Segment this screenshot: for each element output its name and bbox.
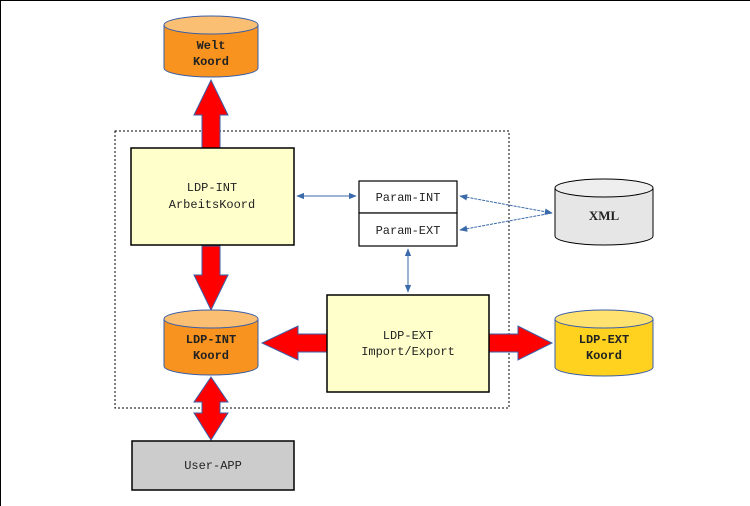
thick-arrow-import-to-ext-koord bbox=[488, 325, 554, 361]
param-ext-label: Param-EXT bbox=[376, 224, 441, 238]
thick-arrow-int-koord-user-app bbox=[193, 376, 229, 441]
param-int-box[interactable]: Param-INT bbox=[358, 180, 458, 214]
ldp-ext-import-label-1: LDP-EXT bbox=[383, 329, 433, 343]
ldp-ext-koord-label-2: Koord bbox=[586, 349, 622, 363]
xml-cylinder[interactable]: XML bbox=[554, 178, 654, 246]
user-app-box[interactable]: User-APP bbox=[131, 440, 295, 491]
ldp-int-koord-cylinder[interactable]: LDP-INT Koord bbox=[163, 309, 259, 376]
welt-koord-cylinder[interactable]: Welt Koord bbox=[163, 15, 259, 78]
group-boundary bbox=[114, 130, 510, 409]
thick-arrow-arbeits-to-welt bbox=[193, 78, 229, 149]
ldp-int-arbeits-label-2: ArbeitsKoord bbox=[169, 198, 255, 212]
thin-arrow-xml-param-ext bbox=[459, 212, 553, 232]
user-app-label: User-APP bbox=[184, 459, 242, 473]
thick-arrow-arbeits-to-int-koord bbox=[193, 245, 229, 312]
welt-koord-label-2: Koord bbox=[193, 55, 229, 69]
xml-label: XML bbox=[589, 208, 620, 223]
ldp-ext-import-export-box[interactable]: LDP-EXT Import/Export bbox=[326, 294, 490, 393]
ldp-ext-koord-cylinder[interactable]: LDP-EXT Koord bbox=[554, 309, 654, 377]
param-int-label: Param-INT bbox=[376, 191, 441, 205]
welt-koord-label-1: Welt bbox=[197, 39, 226, 53]
ldp-int-koord-label-1: LDP-INT bbox=[186, 333, 236, 347]
param-ext-box[interactable]: Param-EXT bbox=[358, 212, 458, 247]
ldp-ext-import-label-2: Import/Export bbox=[361, 345, 455, 359]
ldp-int-arbeits-label-1: LDP-INT bbox=[187, 181, 237, 195]
frame-border-left bbox=[0, 0, 1, 506]
ldp-int-koord-label-2: Koord bbox=[193, 349, 229, 363]
frame-border-top bbox=[0, 0, 750, 1]
thick-arrow-import-to-int-koord bbox=[260, 325, 328, 361]
ldp-int-arbeitskoord-box[interactable]: LDP-INT ArbeitsKoord bbox=[130, 147, 295, 246]
thin-arrow-xml-param-int bbox=[459, 194, 553, 215]
ldp-ext-koord-label-1: LDP-EXT bbox=[579, 333, 629, 347]
